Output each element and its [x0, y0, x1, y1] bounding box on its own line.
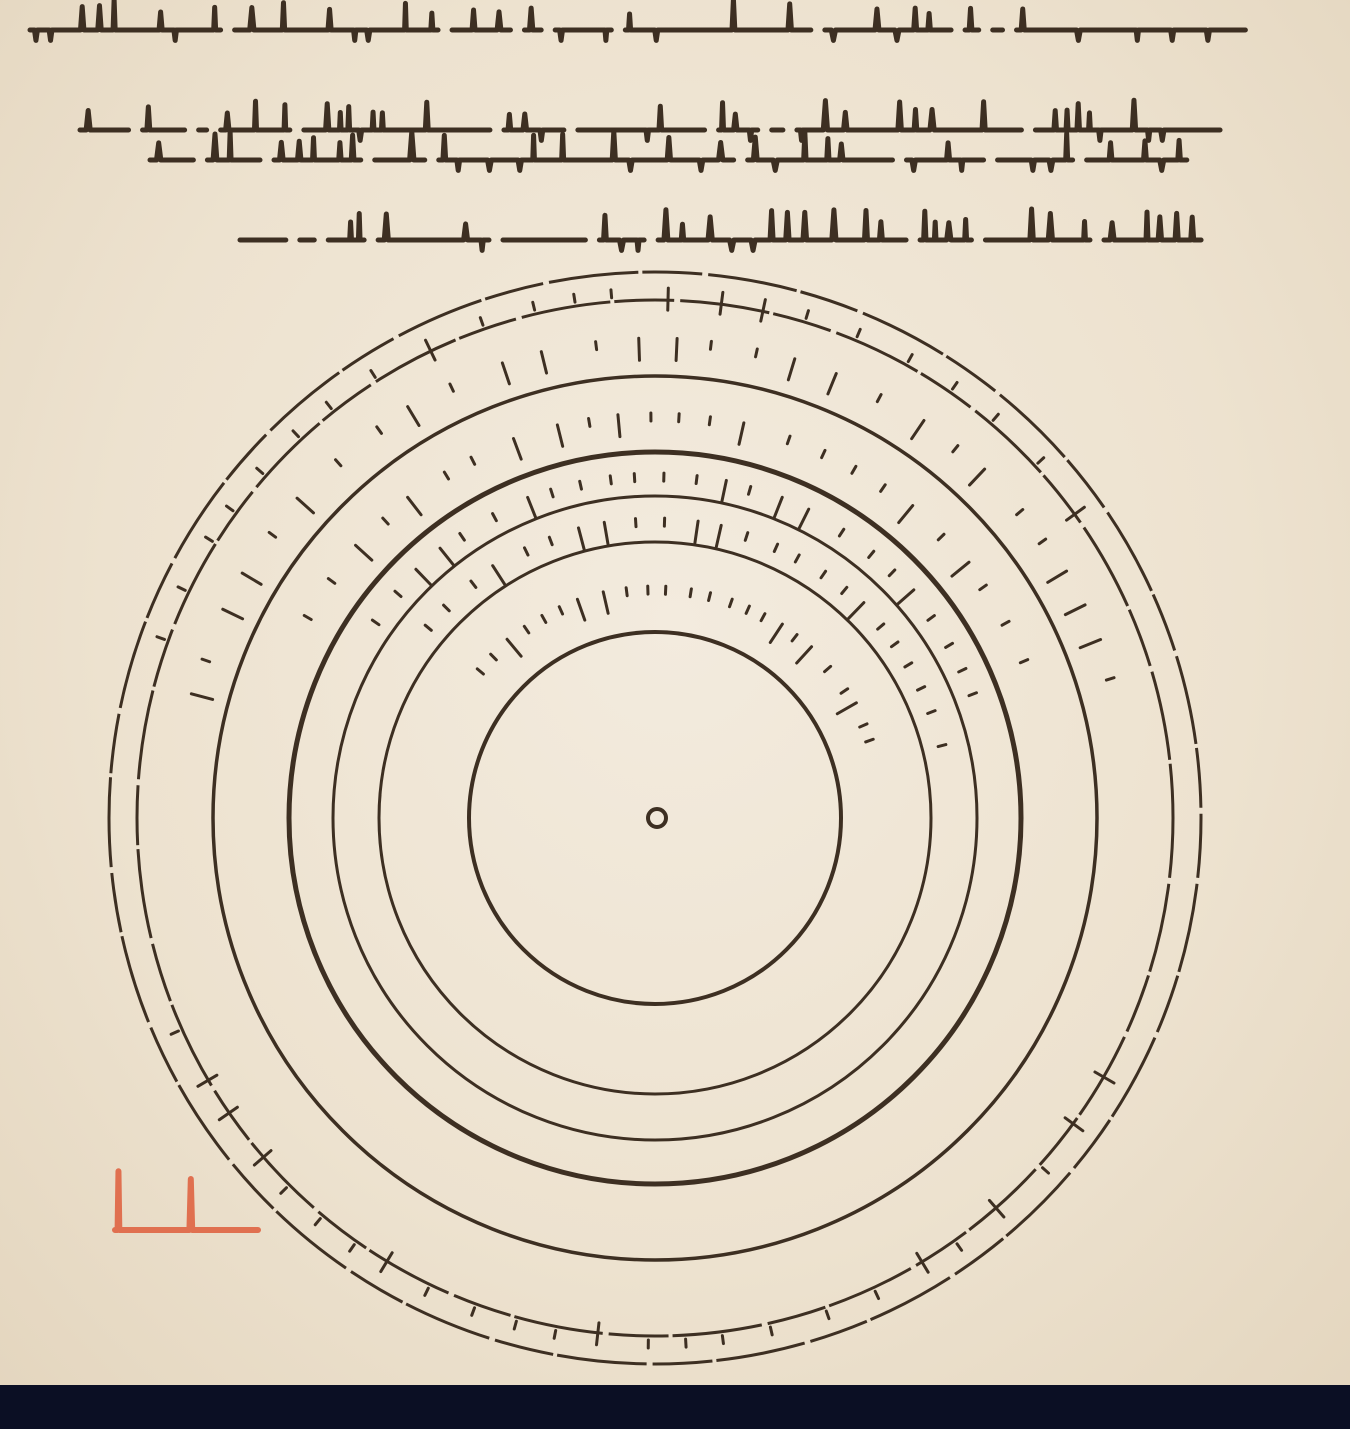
text-line-3	[147, 128, 1190, 173]
ring-inscription-7	[169, 1029, 1116, 1350]
text-line-4	[237, 206, 1204, 253]
ring-2	[135, 298, 1175, 1338]
ring-4	[286, 449, 1024, 1187]
ring-6	[377, 540, 933, 1096]
concentric-rings	[107, 270, 1203, 1366]
ring-inscription-6	[475, 584, 875, 744]
text-line-2	[77, 97, 1223, 143]
manuscript-text-lines	[30, 0, 1259, 253]
ring-7	[467, 630, 843, 1006]
ring-inscription-2	[189, 336, 1116, 701]
ring-inscription-4	[370, 471, 978, 698]
ring-1	[107, 270, 1203, 1366]
red-rubric-word	[112, 1168, 262, 1233]
text-line-1	[30, 0, 1259, 40]
ring-5	[331, 494, 979, 1142]
bottom-band	[0, 1385, 1350, 1429]
ring-inscription-5	[423, 516, 948, 749]
ring-3	[211, 374, 1099, 1262]
rubric-word	[112, 1168, 262, 1233]
center-point	[646, 807, 668, 829]
ring-inscription-3	[302, 411, 1030, 665]
ring-inscriptions	[155, 286, 1116, 1350]
cosmological-diagram	[0, 0, 1350, 1366]
ring-inscription-1	[155, 286, 1086, 641]
